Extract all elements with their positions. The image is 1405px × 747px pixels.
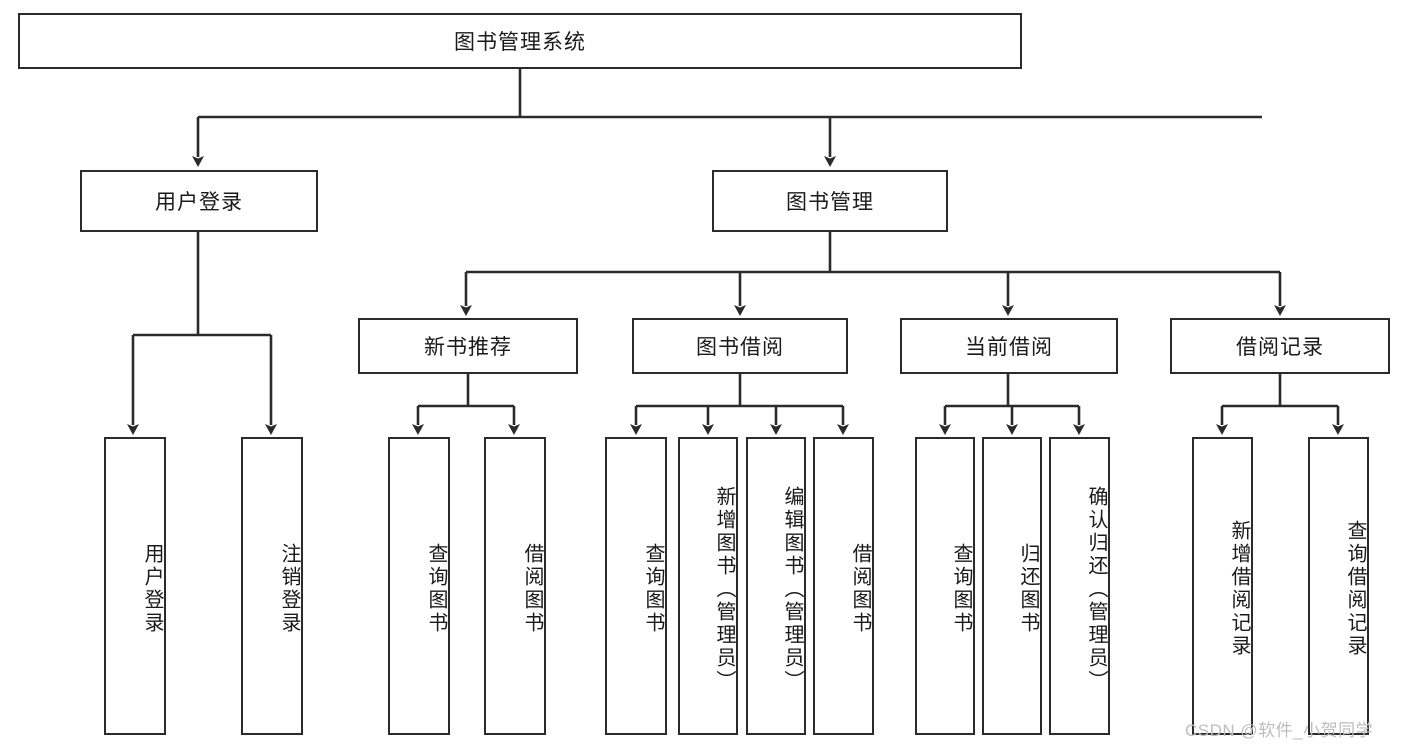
leaf-node[interactable]: 注销登录 <box>241 437 303 735</box>
node-user-login-label: 用户登录 <box>155 191 243 214</box>
leaf-node[interactable]: 查询借阅记录 <box>1308 437 1369 735</box>
node-current-borrow-label: 当前借阅 <box>965 336 1053 359</box>
node-book-management-label: 图书管理 <box>786 191 874 214</box>
leaf-label: 查询图书 <box>425 543 447 635</box>
csdn-watermark: CSDN @软件_小贺同学 <box>1185 721 1374 740</box>
leaf-node[interactable]: 用户登录 <box>104 437 166 735</box>
leaf-node[interactable]: 查询图书 <box>388 437 450 735</box>
leaf-label: 归还图书 <box>1017 543 1039 635</box>
leaf-label: 用户登录 <box>141 543 163 635</box>
leaf-label: 借阅图书 <box>849 543 871 635</box>
node-book-management[interactable]: 图书管理 <box>712 170 948 232</box>
leaf-node[interactable]: 确认归还（管理员） <box>1049 437 1110 735</box>
leaf-node[interactable]: 借阅图书 <box>813 437 874 735</box>
leaf-node[interactable]: 借阅图书 <box>484 437 546 735</box>
leaf-node[interactable]: 查询图书 <box>915 437 975 735</box>
leaf-label: 查询图书 <box>950 543 972 635</box>
leaf-node[interactable]: 新增借阅记录 <box>1192 437 1253 735</box>
leaf-node[interactable]: 编辑图书（管理员） <box>746 437 806 735</box>
node-root-label: 图书管理系统 <box>454 31 586 54</box>
leaf-label: 借阅图书 <box>521 543 543 635</box>
node-book-borrow-label: 图书借阅 <box>696 336 784 359</box>
leaf-label: 查询借阅记录 <box>1344 520 1366 658</box>
leaf-label: 新增图书（管理员） <box>713 485 735 693</box>
leaf-label: 注销登录 <box>278 543 300 635</box>
node-book-borrow[interactable]: 图书借阅 <box>632 318 848 374</box>
node-new-book-recommend-label: 新书推荐 <box>424 336 512 359</box>
leaf-node[interactable]: 查询图书 <box>605 437 667 735</box>
node-user-login[interactable]: 用户登录 <box>80 170 318 232</box>
leaf-node[interactable]: 归还图书 <box>982 437 1042 735</box>
node-borrow-record[interactable]: 借阅记录 <box>1170 318 1390 374</box>
leaf-label: 确认归还（管理员） <box>1085 485 1107 693</box>
leaf-label: 编辑图书（管理员） <box>781 485 803 693</box>
node-borrow-record-label: 借阅记录 <box>1236 336 1324 359</box>
leaf-label: 新增借阅记录 <box>1228 520 1250 658</box>
node-root[interactable]: 图书管理系统 <box>18 13 1022 69</box>
leaf-node[interactable]: 新增图书（管理员） <box>678 437 738 735</box>
node-current-borrow[interactable]: 当前借阅 <box>900 318 1118 374</box>
node-new-book-recommend[interactable]: 新书推荐 <box>358 318 578 374</box>
leaf-label: 查询图书 <box>642 543 664 635</box>
